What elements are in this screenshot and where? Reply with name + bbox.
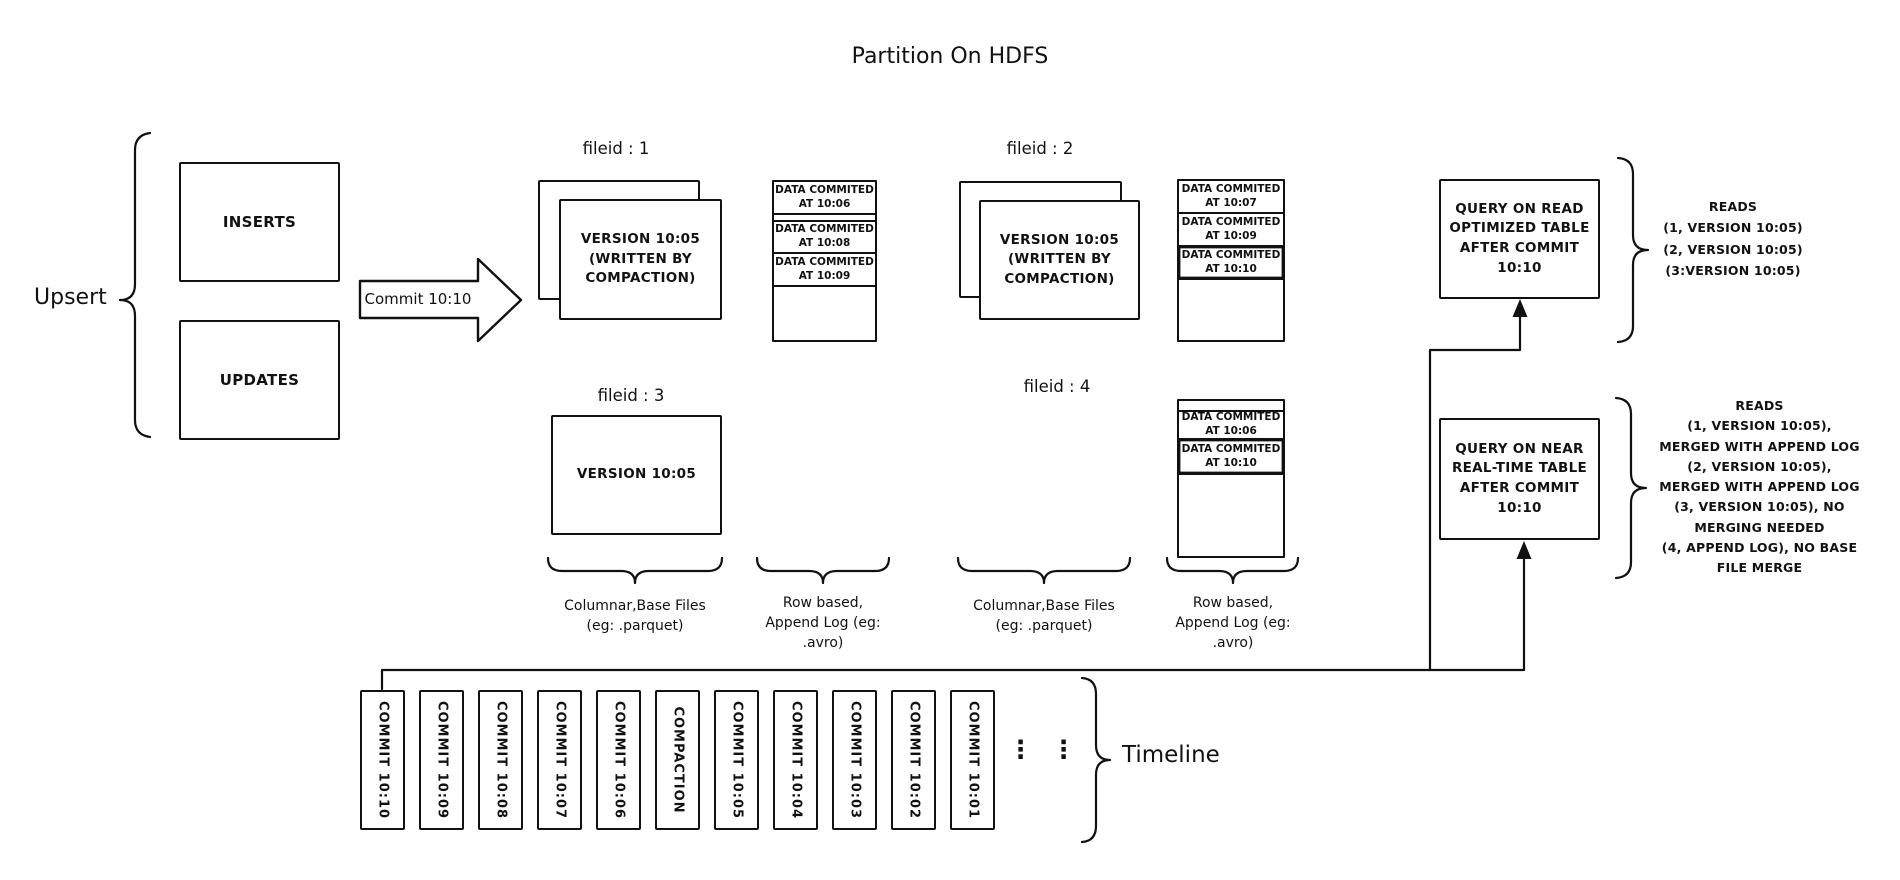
timeline-commit: COMMIT 10:05 (714, 690, 759, 830)
timeline-commit: COMMIT 10:04 (773, 690, 818, 830)
timeline-commit: COMMIT 10:01 (950, 690, 995, 830)
fileid-1-base-file: VERSION 10:05 (WRITTEN BY COMPACTION) (559, 199, 722, 320)
arrowhead-read-optimized (1512, 299, 1528, 317)
upsert-brace (118, 131, 152, 439)
rowbased-brace-1 (755, 556, 891, 585)
fileid-2-base-file: VERSION 10:05 (WRITTEN BY COMPACTION) (979, 200, 1140, 320)
columnar-base-files-label-1: Columnar,Base Files (eg: .parquet) (564, 598, 706, 634)
query-read-optimized-box: QUERY ON READ OPTIMIZED TABLE AFTER COMM… (1439, 179, 1600, 299)
commit-arrow-label: Commit 10:10 (364, 290, 472, 308)
columnar-brace-2 (956, 556, 1132, 585)
timeline-compaction: COMPACTION (655, 690, 700, 830)
timeline-commit: COMMIT 10:02 (891, 690, 936, 830)
timeline-commit: COMMIT 10:08 (478, 690, 523, 830)
log-entry: DATA COMMITED AT 10:10 (1179, 247, 1283, 280)
timeline-commit: COMMIT 10:10 (360, 690, 405, 830)
fileid-2-append-log: DATA COMMITED AT 10:07 DATA COMMITED AT … (1177, 179, 1285, 342)
read-optimized-connector (1428, 313, 1522, 672)
reads-brace-1 (1616, 156, 1650, 344)
fileid-2-label: fileid : 2 (1006, 139, 1074, 158)
reads-read-optimized-text: READS (1, VERSION 10:05) (2, VERSION 10:… (1663, 199, 1803, 278)
timeline-commit: COMMIT 10:03 (832, 690, 877, 830)
page-title: Partition On HDFS (851, 44, 1049, 69)
row-based-append-log-label-2: Row based, Append Log (eg: .avro) (1175, 595, 1291, 651)
timeline-commit: COMMIT 10:06 (596, 690, 641, 830)
reads-near-real-time-text: READS (1, VERSION 10:05), MERGED WITH AP… (1659, 398, 1860, 575)
fileid-1-append-log: DATA COMMITED AT 10:06 DATA COMMITED AT … (772, 180, 877, 342)
log-entry: DATA COMMITED AT 10:09 (1179, 214, 1283, 247)
log-entry: DATA COMMITED AT 10:08 (774, 222, 875, 254)
log-free-space (1179, 475, 1283, 556)
reads-brace-2 (1614, 396, 1648, 580)
commit-arrow-shape (358, 257, 523, 343)
rowbased-brace-2 (1165, 556, 1300, 585)
log-entry: DATA COMMITED AT 10:06 (774, 182, 875, 215)
timeline-brace (1080, 676, 1112, 844)
query-near-real-time-box: QUERY ON NEAR REAL-TIME TABLE AFTER COMM… (1439, 418, 1600, 540)
log-entry-empty (1179, 401, 1283, 412)
columnar-brace-1 (546, 556, 724, 585)
timeline-commit: COMMIT 10:07 (537, 690, 582, 830)
timeline-ellipsis: ⋮ (1051, 735, 1076, 764)
log-entry: DATA COMMITED AT 10:10 (1179, 440, 1283, 475)
log-free-space (774, 287, 875, 340)
arrowhead-near-real-time (1516, 541, 1532, 559)
log-entry: DATA COMMITED AT 10:09 (774, 254, 875, 287)
timeline-ellipsis: ⋮ (1008, 735, 1033, 764)
fileid-3-base-file: VERSION 10:05 (551, 415, 722, 535)
row-based-append-log-label-1: Row based, Append Log (eg: .avro) (765, 595, 881, 651)
updates-box: UPDATES (179, 320, 340, 440)
columnar-base-files-label-2: Columnar,Base Files (eg: .parquet) (973, 598, 1115, 634)
log-entry-empty (774, 215, 875, 222)
inserts-box: INSERTS (179, 162, 340, 282)
timeline-connector (380, 555, 1526, 691)
fileid-4-label: fileid : 4 (1023, 377, 1091, 396)
timeline-label: Timeline (1122, 742, 1220, 768)
log-free-space (1179, 280, 1283, 340)
fileid-3-label: fileid : 3 (597, 386, 665, 405)
upsert-label: Upsert (34, 285, 107, 310)
fileid-1-label: fileid : 1 (582, 139, 650, 158)
fileid-4-append-log: DATA COMMITED AT 10:06 DATA COMMITED AT … (1177, 399, 1285, 558)
log-entry: DATA COMMITED AT 10:06 (1179, 411, 1283, 440)
log-entry: DATA COMMITED AT 10:07 (1179, 181, 1283, 214)
timeline-commit: COMMIT 10:09 (419, 690, 464, 830)
